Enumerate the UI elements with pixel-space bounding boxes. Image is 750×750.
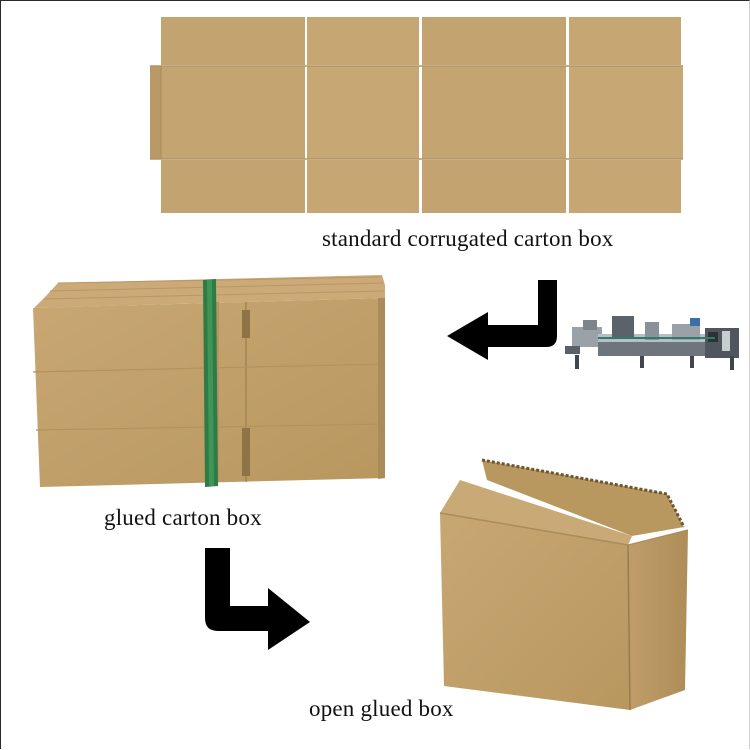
bottom-flap-4 — [569, 160, 681, 213]
body-panel-2 — [307, 66, 419, 159]
open-glued-box — [439, 458, 689, 711]
caption-open-box: open glued box — [309, 696, 454, 721]
top-flap-3 — [422, 17, 566, 65]
glue-tab — [150, 66, 162, 159]
body-panel-3 — [422, 66, 566, 159]
box-back-flap — [482, 460, 684, 536]
folder-gluer-machine-icon — [565, 316, 739, 370]
flat-carton-blank — [150, 17, 683, 213]
bottom-flap-2 — [307, 160, 419, 213]
top-flap-4 — [569, 17, 681, 65]
box-front-face — [440, 513, 630, 710]
caption-glued-stack: glued carton box — [104, 505, 262, 530]
bottom-flap-1 — [161, 160, 305, 213]
box-top-edge — [440, 480, 632, 545]
body-panel-4 — [569, 66, 683, 159]
top-flap-1 — [161, 17, 305, 65]
caption-flat-blank: standard corrugated carton box — [322, 226, 614, 251]
box-side-face — [628, 530, 688, 710]
glued-carton-stack — [32, 275, 386, 487]
curved-arrow-left-icon — [447, 280, 557, 360]
body-panel-1 — [161, 66, 305, 159]
top-flap-2 — [307, 17, 419, 65]
curved-arrow-right-icon — [205, 548, 310, 650]
bottom-flap-3 — [422, 160, 566, 213]
